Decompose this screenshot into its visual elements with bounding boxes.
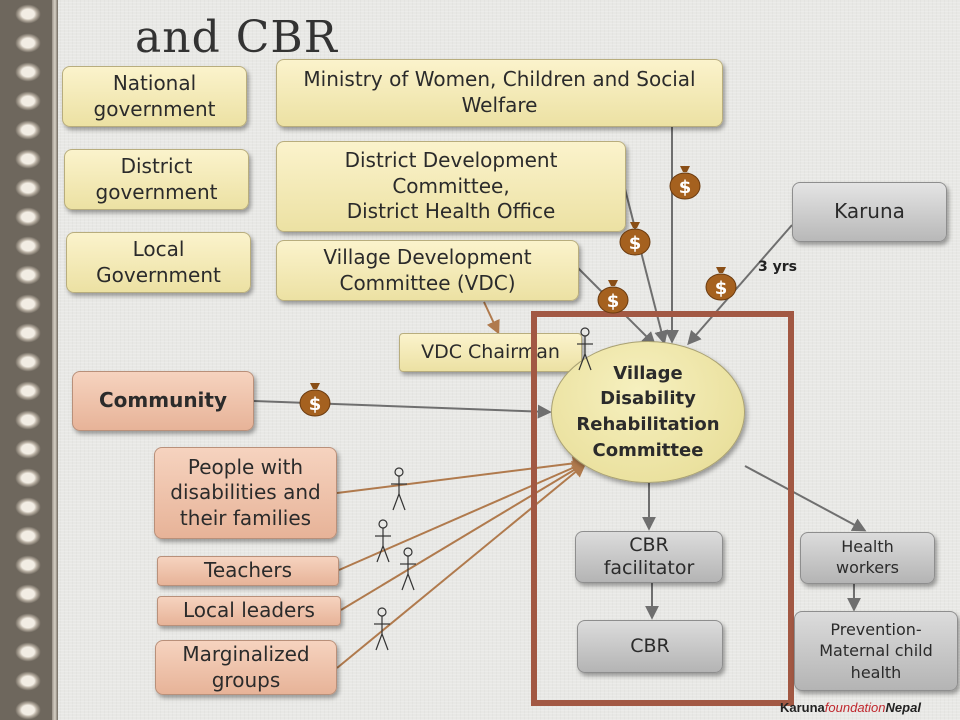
- marginalized-label-line1: Marginalized: [182, 641, 310, 666]
- karuna-box: Karuna: [792, 182, 947, 242]
- cbr-facilitator-box: CBR facilitator: [575, 531, 723, 583]
- ddc-label-line1: District Development: [344, 148, 558, 173]
- cbr-box: CBR: [577, 620, 723, 673]
- vdc-chairman-label: VDC Chairman: [421, 341, 560, 364]
- karuna-label: Karuna: [834, 199, 905, 224]
- arrow-marginalized-to-vdrc: [336, 463, 587, 669]
- brand-part-karuna: Karuna: [780, 700, 825, 715]
- ornamental-border: [0, 0, 58, 720]
- svg-text:$: $: [679, 177, 692, 198]
- vdrc-label-line1: Village: [613, 362, 683, 384]
- local-leaders-box: Local leaders: [157, 596, 341, 626]
- pwd-box: People with disabilities and their famil…: [154, 447, 337, 539]
- health-workers-box: Health workers: [800, 532, 935, 584]
- arrow-pwd-to-vdrc: [336, 456, 587, 494]
- health-workers-label-line1: Health: [841, 537, 894, 557]
- district-government-box: District government: [64, 149, 249, 210]
- pwd-label-line2: disabilities and: [170, 480, 321, 505]
- stick-figure-icon: [375, 519, 391, 563]
- cbr-facilitator-label-line2: facilitator: [603, 557, 695, 579]
- vdrc-label-line4: Committee: [592, 439, 704, 461]
- slide-title: and CBR: [135, 12, 338, 63]
- cbr-label: CBR: [630, 635, 670, 658]
- duration-label: 3 yrs: [758, 259, 797, 275]
- prevention-label-line3: health: [850, 662, 902, 682]
- health-workers-label-line2: workers: [836, 558, 899, 577]
- marginalized-label-line2: groups: [211, 667, 281, 692]
- vdc-label-line2: Committee (VDC): [339, 270, 516, 295]
- stick-figure-icon: [577, 327, 593, 371]
- svg-text:$: $: [309, 394, 322, 415]
- money-bag-icon: $: [705, 267, 737, 301]
- pwd-label-line3: their families: [179, 505, 312, 530]
- prevention-label-line1: Prevention-: [830, 619, 922, 639]
- community-box: Community: [72, 371, 254, 431]
- ddc-label-line3: District Health Office: [346, 199, 556, 224]
- national-government-label: National government: [93, 70, 216, 121]
- vdc-box: Village Development Committee (VDC): [276, 240, 579, 301]
- arrow-vdc-to-chairman: [483, 301, 500, 335]
- highlight-frame: [531, 311, 794, 706]
- stick-figure-icon: [400, 547, 416, 591]
- svg-text:$: $: [607, 291, 620, 312]
- teachers-box: Teachers: [157, 556, 339, 586]
- ddc-label-line2: Committee,: [392, 173, 510, 198]
- local-leaders-label: Local leaders: [183, 598, 315, 623]
- cbr-facilitator-label-line1: CBR: [629, 534, 669, 557]
- svg-text:$: $: [629, 233, 642, 254]
- money-bag-icon: $: [299, 383, 331, 417]
- prevention-label-line2: Maternal child: [819, 641, 933, 661]
- brand-part-nepal: Nepal: [885, 700, 921, 715]
- ministry-box: Ministry of Women, Children and Social W…: [276, 59, 723, 127]
- local-government-box: Local Government: [66, 232, 251, 293]
- brand-part-foundation: foundation: [824, 700, 886, 715]
- vdrc-label-line3: Rehabilitation: [576, 414, 720, 435]
- footer-brand: KarunafoundationNepal: [780, 700, 921, 715]
- money-bag-icon: $: [669, 166, 701, 200]
- ornamental-border-edge: [52, 0, 58, 720]
- national-government-box: National government: [62, 66, 247, 127]
- ddc-box: District Development Committee, District…: [276, 141, 626, 232]
- community-label: Community: [98, 388, 228, 413]
- arrow-teachers-to-vdrc: [338, 461, 587, 571]
- ministry-label: Ministry of Women, Children and Social W…: [303, 67, 696, 117]
- arrow-vdrc-to-health: [744, 465, 867, 532]
- stick-figure-icon: [391, 467, 407, 511]
- vdc-chairman-box: VDC Chairman: [399, 333, 582, 372]
- local-government-label: Local Government: [96, 236, 221, 287]
- stick-figure-icon: [374, 607, 390, 651]
- money-bag-icon: $: [597, 280, 629, 314]
- vdc-label-line1: Village Development: [323, 244, 532, 269]
- district-government-label: District government: [95, 153, 218, 204]
- money-bag-icon: $: [619, 222, 651, 256]
- arrow-leaders-to-vdrc: [340, 462, 587, 611]
- vdrc-ellipse: Village Disability Rehabilitation Commit…: [551, 341, 745, 483]
- pwd-label-line1: People with: [187, 454, 304, 479]
- svg-text:$: $: [715, 278, 728, 299]
- vdrc-label-line2: Disability: [600, 388, 696, 410]
- arrow-karuna-to-vdrc: [687, 224, 793, 346]
- marginalized-box: Marginalized groups: [155, 640, 337, 695]
- prevention-box: Prevention- Maternal child health: [794, 611, 958, 691]
- teachers-label: Teachers: [204, 558, 292, 583]
